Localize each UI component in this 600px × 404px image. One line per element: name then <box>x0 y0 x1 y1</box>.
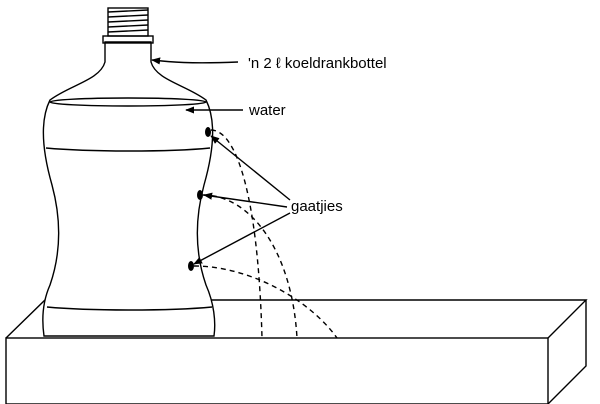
water-jets <box>193 129 338 339</box>
cap-threads <box>107 7 149 37</box>
arrow-hole-bottom <box>193 212 291 265</box>
jet-middle <box>202 194 298 339</box>
hole-top <box>205 127 211 137</box>
hole-bottom <box>188 261 194 271</box>
water-surface <box>49 97 207 107</box>
arrow-hole-top <box>210 135 291 201</box>
arrow-bottle <box>151 57 239 65</box>
label-holes: gaatjies <box>291 198 343 215</box>
jet-top <box>210 129 263 339</box>
label-water: water <box>248 102 286 119</box>
tray <box>5 299 588 404</box>
label-bottle: 'n 2 ℓ koeldrankbottel <box>248 55 387 72</box>
hole-middle <box>197 190 203 200</box>
arrow-hole-middle <box>203 192 288 208</box>
pointer-arrows <box>151 57 291 265</box>
holes <box>188 127 211 271</box>
bottle-ridge-upper <box>45 147 211 152</box>
jet-bottom <box>193 265 338 339</box>
bottle <box>42 7 216 337</box>
bottle-ridge-lower <box>46 306 213 311</box>
